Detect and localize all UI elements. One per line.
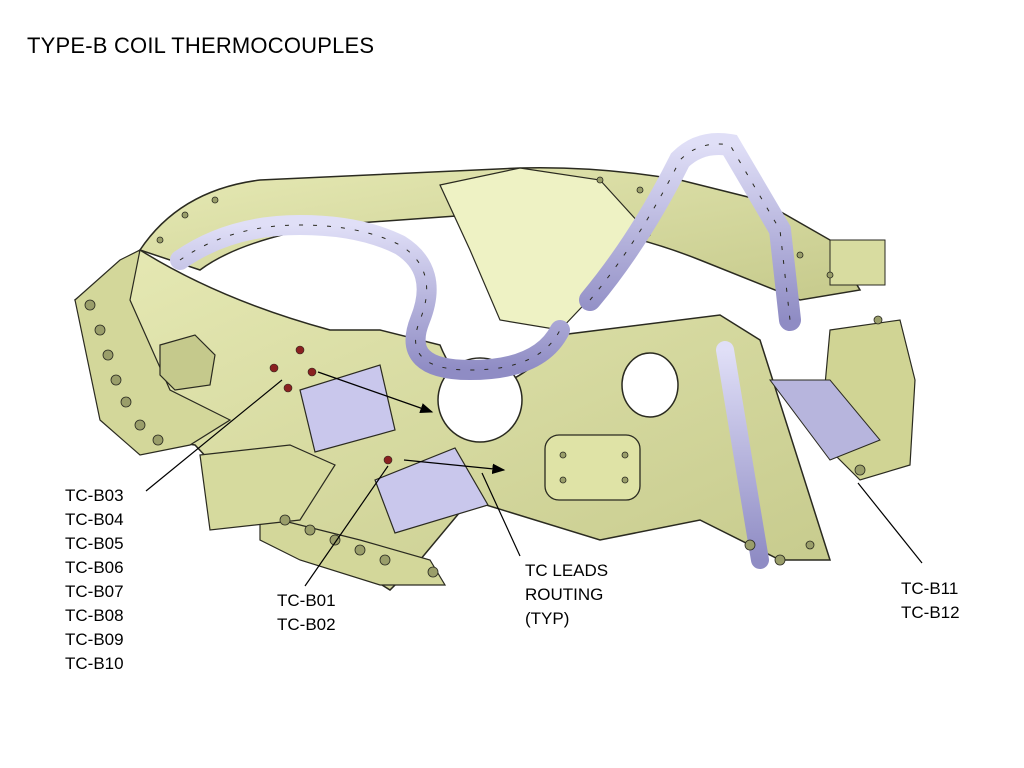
leader-b01-b02 xyxy=(304,465,389,587)
pad-lower xyxy=(374,447,489,534)
callout-line: TC-B02 xyxy=(277,615,336,634)
coil-left-loop-outline xyxy=(179,224,561,371)
left-flange xyxy=(74,248,232,456)
leader-leads-routing xyxy=(481,472,521,557)
bolt-holes xyxy=(84,176,883,578)
callout-line: TC-B04 xyxy=(65,510,124,529)
center-right-plate xyxy=(544,434,641,501)
callout-line: TC-B07 xyxy=(65,582,124,601)
callout-tc-leads-routing: TC LEADS ROUTING (TYP) xyxy=(525,559,608,631)
right-upper-block xyxy=(829,239,886,286)
callout-line: TC-B09 xyxy=(65,630,124,649)
callout-line: TC-B08 xyxy=(65,606,124,625)
coil-bundle xyxy=(769,379,881,461)
left-lug xyxy=(159,334,216,391)
coil-rising-leg-outline xyxy=(589,143,791,321)
callout-tc-b01-b02: TC-B01 TC-B02 xyxy=(277,589,336,637)
callout-line: TC LEADS xyxy=(525,561,609,580)
page-title: TYPE-B COIL THERMOCOUPLES xyxy=(27,33,375,58)
routing-arrow-upper xyxy=(317,371,434,414)
coil-right-leg xyxy=(716,341,769,569)
callout-line: TC-B06 xyxy=(65,558,124,577)
leader-b03-b10 xyxy=(145,379,283,492)
callout-line: TC-B05 xyxy=(65,534,124,553)
leader-b11-b12 xyxy=(857,482,923,564)
pad-upper xyxy=(299,364,396,453)
callout-line: TC-B10 xyxy=(65,654,124,673)
callout-tc-b03-b10: TC-B03 TC-B04 TC-B05 TC-B06 TC-B07 TC-B0… xyxy=(65,484,124,676)
callout-tc-b11-b12: TC-B11 TC-B12 xyxy=(901,577,960,625)
callout-line: TC-B01 xyxy=(277,591,336,610)
thermocouple-studs xyxy=(269,345,393,465)
callout-line: TC-B03 xyxy=(65,486,124,505)
callout-line: ROUTING xyxy=(525,585,604,604)
lower-left-box xyxy=(199,444,336,531)
routing-arrow-lower xyxy=(403,459,506,475)
callout-line: TC-B11 xyxy=(901,579,959,598)
callout-line: (TYP) xyxy=(525,609,570,628)
right-hole xyxy=(621,352,679,418)
callout-line: TC-B12 xyxy=(901,603,960,622)
